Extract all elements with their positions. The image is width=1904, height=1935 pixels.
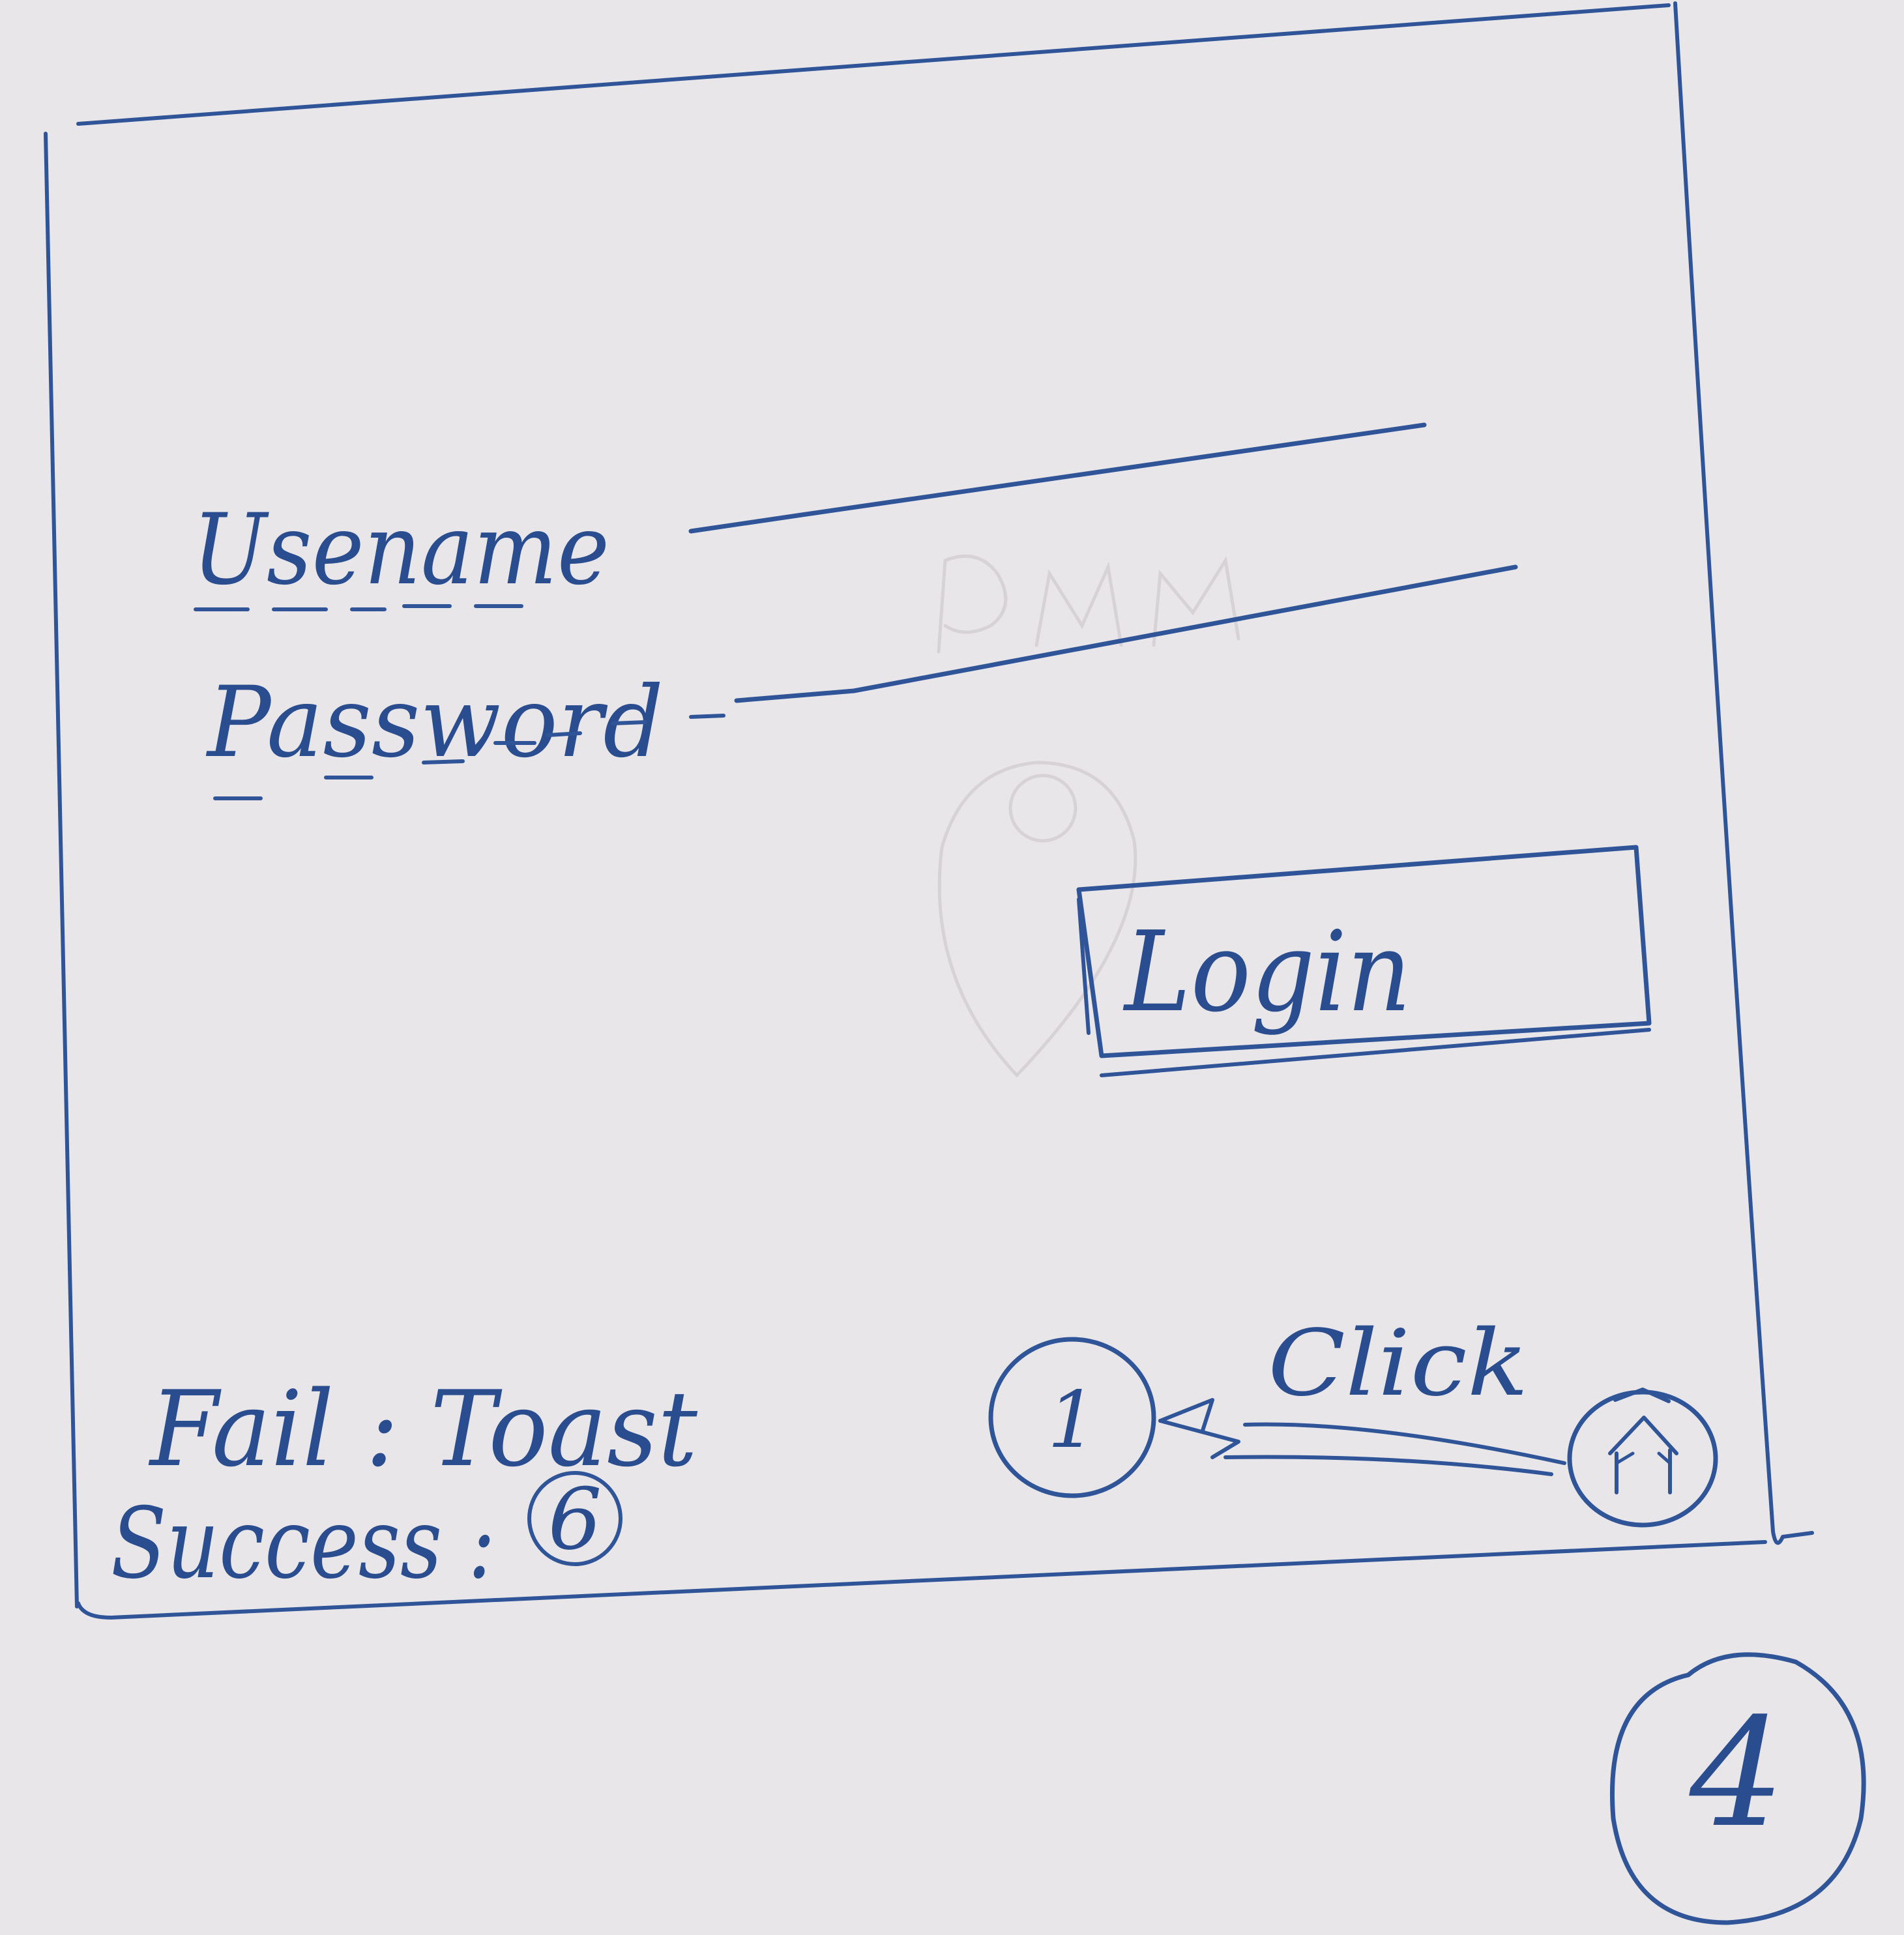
page-number: 4 <box>1689 1687 1785 1861</box>
page-number-badge: 4 <box>1609 1652 1866 1925</box>
success-target-number: 6 <box>548 1470 602 1569</box>
erased-pencil-sketch <box>937 554 1240 1078</box>
username-label: Usename <box>192 493 609 607</box>
map-pin-icon <box>937 761 1137 1078</box>
back-target-number: 1 <box>1047 1375 1097 1466</box>
success-target-screen-badge[interactable]: 6 <box>527 1470 622 1569</box>
navigation-arrow <box>1158 1398 1566 1476</box>
login-button-label: Login <box>1122 908 1411 1037</box>
back-target-screen-badge[interactable]: 1 <box>988 1337 1156 1498</box>
click-annotation: Click <box>1268 1311 1529 1417</box>
password-input[interactable] <box>734 560 1525 710</box>
screen-frame <box>44 1 1814 1620</box>
home-icon <box>1608 1388 1678 1494</box>
fail-toast-note: Fail : Toast <box>148 1368 698 1490</box>
home-button[interactable] <box>1567 1388 1718 1528</box>
login-button[interactable]: Login <box>1076 844 1656 1079</box>
username-input[interactable] <box>688 417 1434 547</box>
success-note: Success : <box>111 1487 495 1601</box>
